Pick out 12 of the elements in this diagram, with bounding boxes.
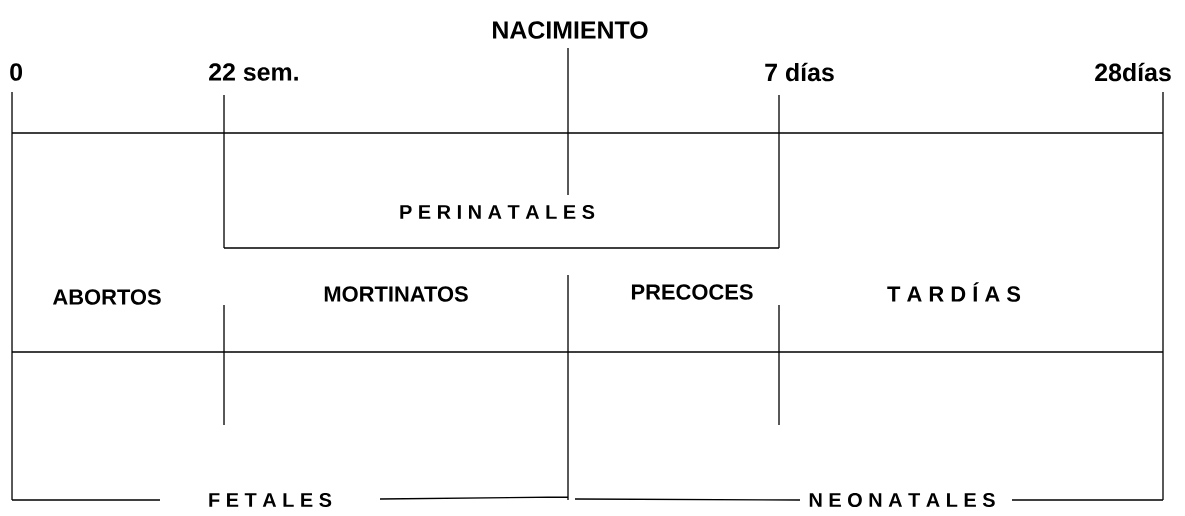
period-label: P E R I N A T A L E S <box>400 204 595 220</box>
period-label: N E O N A T A L E S <box>809 492 995 508</box>
period-label: ABORTOS <box>52 289 161 305</box>
period-label: PRECOCES <box>631 284 753 300</box>
period-label: MORTINATOS <box>324 286 468 302</box>
period-label: F E T A L E S <box>209 492 332 508</box>
period-label: T A R D Í A S <box>887 282 1021 302</box>
tick-label: 7 días <box>765 62 834 82</box>
tick-label: 22 sem. <box>209 63 298 81</box>
tick-label: 28días <box>1095 62 1171 82</box>
tick-label: 0 <box>10 63 23 81</box>
event-label: NACIMIENTO <box>493 21 648 39</box>
